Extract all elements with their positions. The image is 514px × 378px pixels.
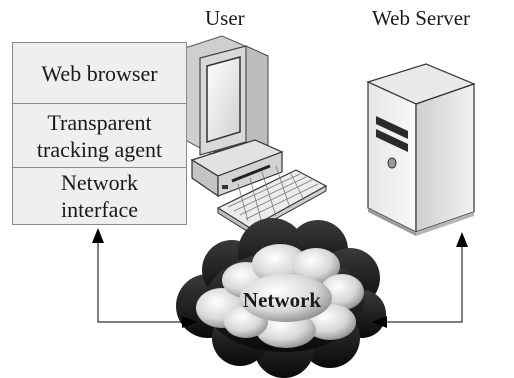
stack-layer-label-line2: tracking agent: [36, 136, 163, 162]
client-protocol-stack: Web browser Transparent tracking agent N…: [12, 42, 187, 225]
connector-network-server: [386, 246, 463, 323]
stack-layer-label-line2: interface: [61, 197, 138, 222]
user-label: User: [205, 6, 245, 30]
user-computer-icon: [184, 35, 328, 234]
stack-layer-label: Web browser: [41, 60, 158, 86]
network-label: Network: [242, 288, 322, 312]
stack-layer-web-browser: Web browser: [13, 43, 186, 103]
arrowhead-up-client: [92, 228, 104, 243]
arrowhead-up-server: [456, 232, 468, 247]
arrowhead-left-network: [372, 316, 387, 328]
stack-layer-tracking-agent: Transparent tracking agent: [13, 103, 186, 167]
connector-client-network: [97, 242, 183, 323]
stack-layer-label: Network: [61, 170, 138, 195]
stack-layer-label: Transparent: [47, 109, 152, 135]
web-server-icon: [366, 63, 476, 236]
web-server-label: Web Server: [372, 6, 471, 30]
arrowhead-right-network: [182, 316, 197, 328]
stack-layer-network-interface: Network interface: [13, 167, 186, 224]
network-cloud-icon: [176, 218, 386, 378]
